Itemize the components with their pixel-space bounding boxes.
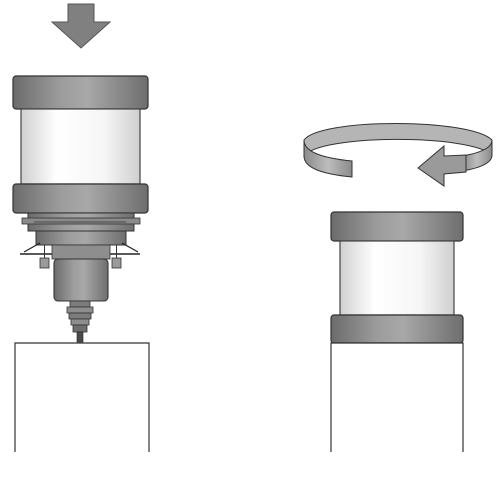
down-arrow-icon [50,3,112,49]
base-ring [12,183,149,214]
signal-light-right [330,211,464,344]
mounting-pole-left [14,342,150,452]
mounting-pole-right [330,342,464,452]
signal-light-left [12,75,149,343]
top-cap [330,211,464,242]
rotation-arrow-icon [303,123,493,187]
base-ring [330,314,464,344]
lens [20,108,141,185]
top-cap [12,75,149,110]
lower-housing [53,258,109,302]
lens [339,240,455,316]
mounting-bracket [20,212,141,269]
cable-gland [66,300,94,343]
